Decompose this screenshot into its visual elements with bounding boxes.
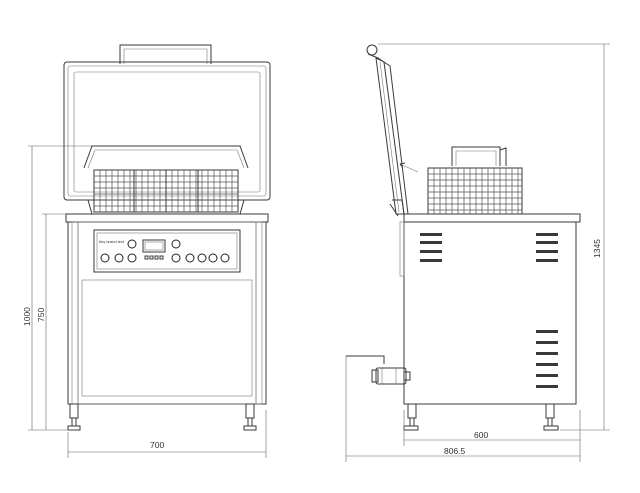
vent-slots-lower-right xyxy=(536,330,558,388)
lid-handle xyxy=(119,44,212,64)
knob-6 xyxy=(171,253,181,263)
control-panel xyxy=(93,229,241,273)
front-view: tiny brand text xyxy=(22,44,271,458)
vent-slots-upper-right xyxy=(536,233,558,262)
knob-3 xyxy=(100,253,110,263)
knob-2 xyxy=(171,239,181,249)
basket-mesh xyxy=(93,169,239,213)
cabinet-door xyxy=(81,279,253,397)
side-feet xyxy=(403,403,559,431)
side-worktop xyxy=(403,213,581,223)
svg-text:700: 700 xyxy=(150,440,164,450)
front-feet xyxy=(67,403,257,431)
knob-8 xyxy=(197,253,207,263)
side-lid xyxy=(375,57,405,215)
dim-depth-600: 600 xyxy=(403,410,581,446)
vent-slots-upper-left xyxy=(420,233,442,262)
drain-valve xyxy=(346,355,411,385)
side-view: 600 806.5 1345 xyxy=(345,43,610,462)
display-buttons xyxy=(144,255,164,260)
knob-4 xyxy=(114,253,124,263)
lid-hinge xyxy=(389,199,405,217)
knob-7 xyxy=(185,253,195,263)
svg-text:806.5: 806.5 xyxy=(444,446,466,456)
basket-rim xyxy=(83,145,249,169)
knob-1 xyxy=(127,239,137,249)
knob-9 xyxy=(208,253,218,263)
knob-5 xyxy=(127,253,137,263)
dim-width-700: 700 xyxy=(67,410,267,458)
brand-mark: tiny brand text xyxy=(99,239,125,244)
dim-height-1345: 1345 xyxy=(378,43,610,431)
worktop xyxy=(65,213,269,223)
dim-height-750: 750 xyxy=(36,213,66,430)
dim-height-1000: 1000 xyxy=(22,145,92,431)
svg-text:750: 750 xyxy=(36,308,46,322)
knob-10 xyxy=(220,253,230,263)
side-body xyxy=(403,221,577,405)
lid-frame-outer xyxy=(63,61,271,201)
cabinet-body xyxy=(67,221,267,405)
svg-text:1000: 1000 xyxy=(22,307,32,326)
svg-text:600: 600 xyxy=(474,430,488,440)
dim-depth-806: 806.5 xyxy=(345,356,581,462)
side-basket xyxy=(427,146,523,215)
lid-handle-knob xyxy=(366,44,378,56)
svg-text:1345: 1345 xyxy=(592,239,602,258)
display-screen xyxy=(142,239,166,253)
